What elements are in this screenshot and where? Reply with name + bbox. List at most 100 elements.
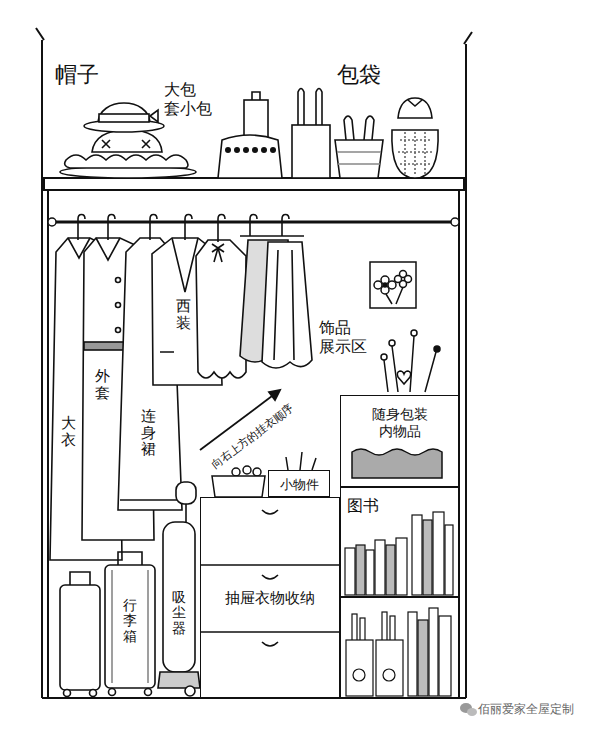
node-text: 图书: [347, 496, 379, 515]
bags-illustration: [270, 147, 276, 153]
suitcases: [60, 585, 100, 690]
suitcases: [70, 572, 90, 585]
books: [356, 545, 365, 595]
watermark-icon: [460, 703, 477, 716]
bags-illustration: [243, 147, 249, 153]
baskets: [232, 468, 240, 476]
hangers: [250, 215, 257, 237]
node-text: 随身包装 内物品: [368, 406, 432, 440]
accessory-display: [383, 283, 387, 287]
hats-illustration: [99, 114, 149, 122]
books: [383, 669, 395, 681]
hanging-rod: [48, 218, 459, 226]
accessory-display: [411, 330, 417, 336]
suitcases: [90, 690, 97, 697]
drawer-fronts: [200, 565, 340, 632]
watermark-icon: [467, 708, 477, 716]
bags-illustration: [398, 132, 432, 176]
clothes-illustration: [120, 499, 180, 501]
bags-illustration: [225, 147, 231, 153]
suitcases: [60, 552, 155, 697]
hats-illustration: [150, 110, 158, 122]
drawer-unit: 抽屉衣物收纳: [200, 497, 340, 698]
accessory-display: [370, 262, 416, 308]
clothes-illustration: [212, 244, 224, 262]
books: [340, 512, 459, 696]
books: [375, 540, 385, 595]
bags-illustration: [252, 92, 260, 100]
hanging-order-label: 向右上方的挂衣顺序: [208, 401, 295, 471]
bags-illustration: [218, 89, 438, 179]
bookshelf: 图书: [340, 487, 459, 698]
vacuum-cleaner: [185, 504, 187, 522]
wardrobe-frame: [36, 28, 472, 44]
books: [433, 512, 444, 595]
drawer-fronts: [262, 510, 278, 646]
order-arrow: [269, 390, 280, 400]
accessory-display: [374, 281, 382, 289]
hanging-rod: [451, 218, 459, 226]
accessory-display: [389, 340, 395, 346]
books: [353, 669, 365, 681]
accessory-display: [384, 336, 436, 392]
baskets: [253, 468, 261, 476]
overcoat-label: 大衣: [61, 415, 76, 448]
bags-illustration: [225, 147, 276, 153]
books: [340, 596, 459, 598]
books: [386, 545, 395, 595]
bags-illustration: [298, 89, 322, 126]
accessory-display: [381, 354, 387, 360]
clothes-illustration: [262, 242, 312, 368]
books: [346, 640, 373, 696]
hats-label: 帽子: [55, 62, 99, 88]
wardrobe-frame: [41, 40, 43, 698]
hangers: [78, 215, 85, 241]
baskets: [212, 476, 265, 497]
books: [408, 612, 417, 696]
hats-illustration: [102, 140, 150, 148]
bags-illustration: [337, 152, 381, 164]
clothes-illustration: [116, 328, 121, 333]
hanging-rod: [50, 221, 457, 224]
hangers: [218, 215, 225, 243]
clothes-illustration: [196, 240, 246, 378]
node-text: 小物件: [280, 477, 319, 493]
wardrobe-frame: [44, 178, 464, 190]
vacuum-cleaner: [176, 482, 196, 504]
vacuum-cleaner: [158, 482, 200, 696]
suitcases: [105, 565, 155, 688]
books: [429, 608, 438, 696]
suitcases: [109, 689, 116, 696]
accessory-display: [434, 346, 440, 352]
bags-illustration: [335, 140, 383, 178]
books: [396, 538, 407, 595]
pouch-tray: [352, 449, 442, 478]
books: [345, 548, 355, 595]
hangers: [282, 215, 289, 237]
hangers: [150, 215, 157, 241]
hanging-rod: [48, 218, 56, 226]
hats-illustration: [92, 130, 162, 152]
books: [423, 520, 432, 595]
clothes-illustration: [116, 303, 121, 308]
bags-illustration: [398, 98, 432, 118]
suitcases: [64, 690, 71, 697]
drawer-fronts: [200, 510, 340, 646]
wardrobe-frame: [36, 28, 472, 698]
suitcases: [145, 689, 152, 696]
accessory-display: [386, 287, 403, 304]
suitcases: [112, 570, 148, 683]
hats-illustration: [98, 103, 150, 124]
bags-illustration: [408, 100, 422, 106]
baskets: [243, 466, 251, 474]
bags-illustration: [261, 147, 267, 153]
suitcase-label: 行李箱: [123, 598, 137, 644]
suitcases: [118, 552, 142, 565]
watermark: 佰丽爱家全屋定制: [478, 702, 574, 716]
bags-illustration: [344, 116, 374, 140]
hangers: [240, 235, 304, 237]
pouch-tray: [352, 449, 442, 478]
books: [366, 550, 374, 595]
dress-label: 连身裙: [141, 408, 156, 458]
bags-label: 包袋: [337, 62, 381, 88]
